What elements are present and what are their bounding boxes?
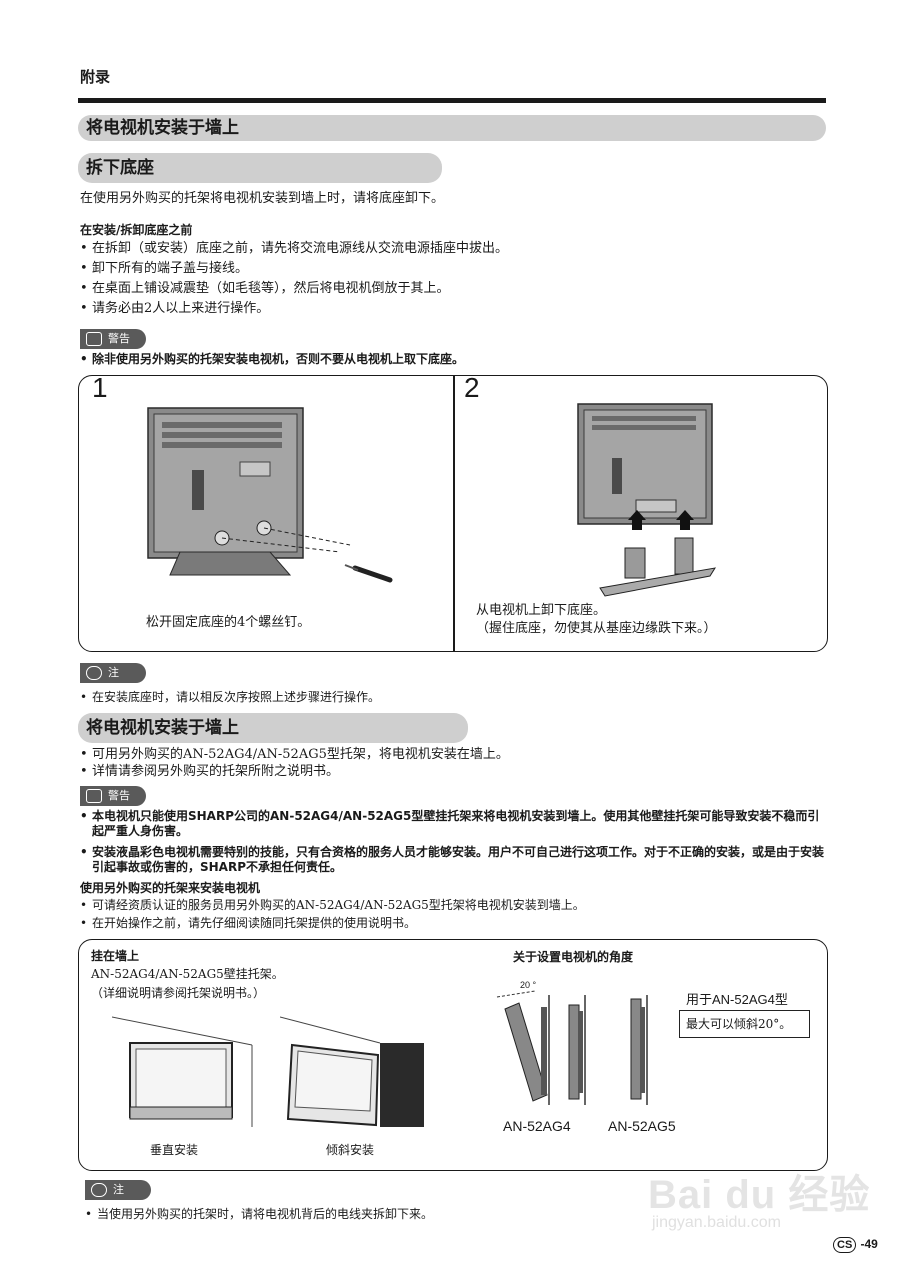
baidu-watermark-logo: Bai du 经验 <box>648 1173 871 1217</box>
steps-box <box>78 375 828 652</box>
section-label: 附录 <box>80 68 111 86</box>
step-number: 2 <box>464 372 480 403</box>
tv-remove-stand-illustration <box>577 403 717 597</box>
paperclip-icon <box>86 666 102 680</box>
section-title: 将电视机安装于墙上 <box>78 115 826 141</box>
steps-divider <box>453 376 455 651</box>
wall-mount-box <box>78 939 828 1171</box>
hang-line2: （详细说明请参阅托架说明书。） <box>91 986 266 1000</box>
list-item: 当使用另外购买的托架时，请将电视机背后的电线夹拆卸下来。 <box>85 1205 785 1223</box>
before-heading: 在安装/拆卸底座之前 <box>80 223 193 237</box>
step-caption-line1: 从电视机上卸下底座。 <box>476 603 607 618</box>
tilt-mount-illustration <box>280 1016 424 1127</box>
hand-warning-icon <box>86 789 102 803</box>
list-item: 安装液晶彩色电视机需要特别的技能，只有合资格的服务人员才能够安装。用户不可自己进… <box>80 845 828 875</box>
angle-marker: 20 ° <box>520 980 537 990</box>
using-heading: 使用另外购买的托架来安装电视机 <box>80 881 261 895</box>
hand-warning-icon <box>86 332 102 346</box>
warning-label: 警告 <box>108 332 130 345</box>
step-caption-line2: （握住底座，勿使其从基座边缘跌下来。） <box>476 621 717 636</box>
model-ag5-label: AN-52AG5 <box>608 1118 676 1134</box>
warning-tag: 警告 <box>80 786 146 806</box>
note-list: 当使用另外购买的托架时，请将电视机背后的电线夹拆卸下来。 <box>85 1205 785 1223</box>
vertical-mount-illustration <box>112 1016 253 1127</box>
subsection-title-remove-stand: 拆下底座 <box>78 153 442 183</box>
intro-text: 在使用另外购买的托架将电视机安装到墙上时，请将底座卸下。 <box>80 191 445 206</box>
step-caption: 松开固定底座的4个螺丝钉。 <box>146 615 311 630</box>
step-number: 1 <box>92 372 108 403</box>
model-ag4-label: AN-52AG4 <box>503 1118 571 1134</box>
baidu-watermark-url: jingyan.baidu.com <box>652 1214 781 1231</box>
list-item: 可请经资质认证的服务员用另外购买的AN-52AG4/AN-52AG5型托架将电视… <box>80 896 820 914</box>
paperclip-icon <box>91 1183 107 1197</box>
list-item: 本电视机只能使用SHARP公司的AN-52AG4/AN-52AG5型壁挂托架来将… <box>80 809 828 839</box>
warning-label: 警告 <box>108 789 130 802</box>
vertical-label: 垂直安装 <box>150 1143 199 1157</box>
list-item: 可用另外购买的AN-52AG4/AN-52AG5型托架，将电视机安装在墙上。 <box>80 746 780 763</box>
angle-side-view-illustration <box>496 990 648 1105</box>
note-label: 注 <box>113 1183 124 1196</box>
list-item: 在桌面上铺设减震垫（如毛毯等），然后将电视机倒放于其上。 <box>80 279 780 299</box>
page-number: -49 <box>860 1237 878 1251</box>
note-tag: 注 <box>85 1180 151 1200</box>
subsection-title-wall-mount: 将电视机安装于墙上 <box>78 713 468 743</box>
ag4-note-box: 最大可以倾斜20°。 <box>679 1010 810 1038</box>
list-item: 在安装底座时，请以相反次序按照上述步骤进行操作。 <box>80 688 780 706</box>
list-item: 详情请参阅另外购买的托架所附之说明书。 <box>80 763 780 780</box>
note-label: 注 <box>108 666 119 679</box>
list-item: 除非使用另外购买的托架安装电视机，否则不要从电视机上取下底座。 <box>80 352 820 367</box>
ag4-heading: 用于AN-52AG4型 <box>686 992 788 1007</box>
list-item: 在拆卸（或安装）底座之前，请先将交流电源线从交流电源插座中拔出。 <box>80 239 780 259</box>
language-badge: CS <box>833 1237 857 1253</box>
warning-list: 本电视机只能使用SHARP公司的AN-52AG4/AN-52AG5型壁挂托架来将… <box>80 809 828 881</box>
before-bullet-list: 在拆卸（或安装）底座之前，请先将交流电源线从交流电源插座中拔出。 卸下所有的端子… <box>80 239 780 319</box>
note-tag: 注 <box>80 663 146 683</box>
list-item: 请务必由2人以上来进行操作。 <box>80 299 780 319</box>
warning-list: 除非使用另外购买的托架安装电视机，否则不要从电视机上取下底座。 <box>80 352 820 373</box>
hang-line1: AN-52AG4/AN-52AG5壁挂托架。 <box>91 967 284 981</box>
header-rule <box>78 98 826 103</box>
tilt-label: 倾斜安装 <box>326 1143 375 1157</box>
wall-bullet-list: 可用另外购买的AN-52AG4/AN-52AG5型托架，将电视机安装在墙上。 详… <box>80 746 780 780</box>
list-item: 在开始操作之前，请先仔细阅读随同托架提供的使用说明书。 <box>80 914 820 932</box>
using-bullet-list: 可请经资质认证的服务员用另外购买的AN-52AG4/AN-52AG5型托架将电视… <box>80 896 820 932</box>
tv-back-screws-illustration <box>147 407 393 583</box>
warning-tag: 警告 <box>80 329 146 349</box>
angle-title: 关于设置电视机的角度 <box>513 950 634 964</box>
page-footer: CS -49 <box>833 1237 878 1253</box>
note-list: 在安装底座时，请以相反次序按照上述步骤进行操作。 <box>80 688 780 706</box>
list-item: 卸下所有的端子盖与接线。 <box>80 259 780 279</box>
hang-title: 挂在墙上 <box>91 949 140 963</box>
